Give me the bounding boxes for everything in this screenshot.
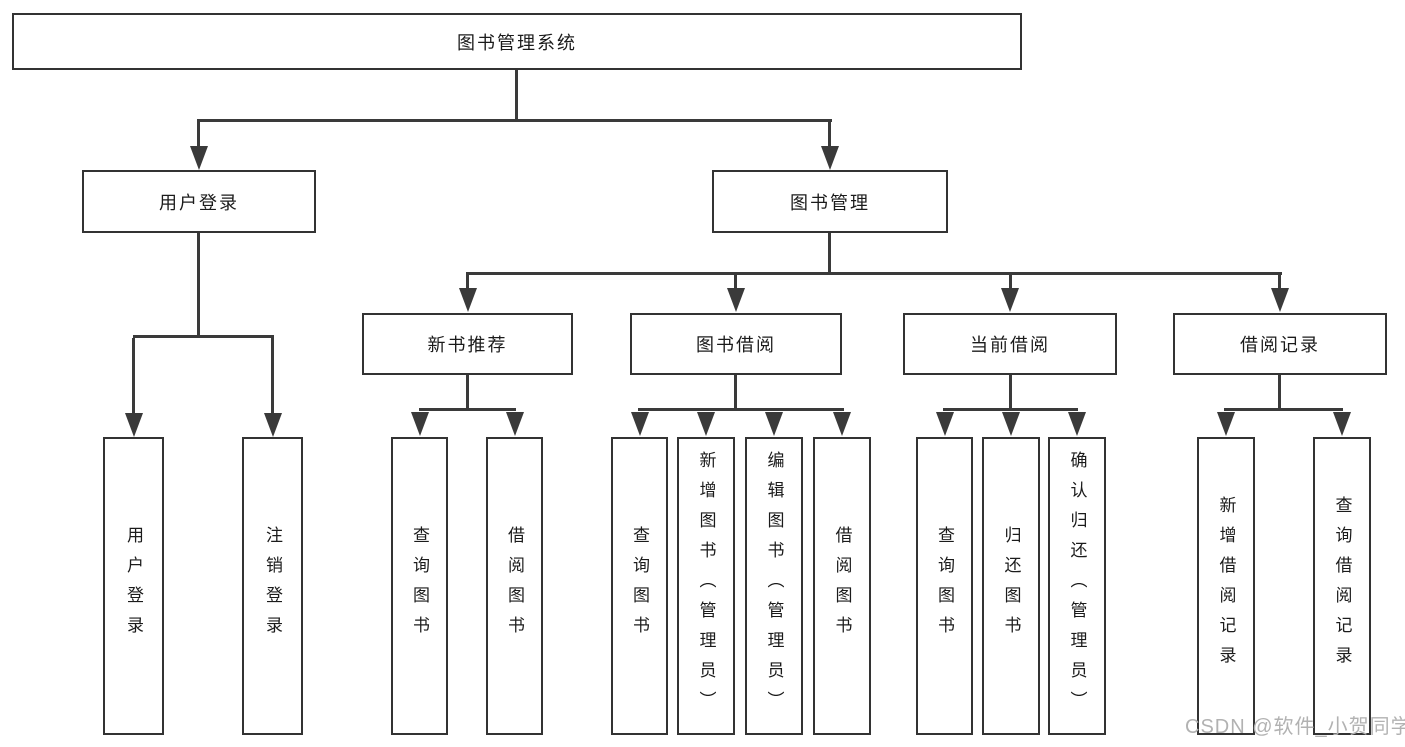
leaf-user-login: 用户登录 [103, 437, 164, 735]
connector-line [734, 375, 737, 409]
connector-line [466, 272, 1282, 275]
leaf-edit-books-admin: 编辑图书（管理员） [745, 437, 803, 735]
connector-line [198, 119, 832, 122]
leaf-add-borrow-record: 新增借阅记录 [1197, 437, 1255, 735]
arrow-down-icon [125, 413, 143, 437]
arrow-down-icon [190, 146, 208, 170]
connector-line [1224, 408, 1343, 411]
connector-line [197, 119, 200, 147]
arrow-down-icon [936, 412, 954, 436]
connector-line [734, 275, 737, 289]
node-root: 图书管理系统 [12, 13, 1022, 70]
leaf-query-books-recommend: 查询图书 [391, 437, 448, 735]
node-book-management: 图书管理 [712, 170, 948, 233]
leaf-query-books-borrow: 查询图书 [611, 437, 668, 735]
connector-line [197, 233, 200, 337]
connector-line [466, 275, 469, 289]
leaf-confirm-return-admin: 确认归还（管理员） [1048, 437, 1106, 735]
arrow-down-icon [631, 412, 649, 436]
connector-line [133, 335, 274, 338]
node-book-borrowing: 图书借阅 [630, 313, 842, 375]
leaf-query-books-current: 查询图书 [916, 437, 973, 735]
leaf-query-borrow-record: 查询借阅记录 [1313, 437, 1371, 735]
leaf-add-books-admin: 新增图书（管理员） [677, 437, 735, 735]
connector-line [515, 70, 518, 119]
leaf-borrow-books-recommend: 借阅图书 [486, 437, 543, 735]
arrow-down-icon [411, 412, 429, 436]
arrow-down-icon [1333, 412, 1351, 436]
arrow-down-icon [1217, 412, 1235, 436]
arrow-down-icon [1001, 288, 1019, 312]
connector-line [1009, 275, 1012, 289]
arrow-down-icon [1271, 288, 1289, 312]
connector-line [638, 408, 844, 411]
connector-line [828, 119, 831, 147]
arrow-down-icon [821, 146, 839, 170]
arrow-down-icon [459, 288, 477, 312]
connector-line [466, 375, 469, 409]
leaf-borrow-books: 借阅图书 [813, 437, 871, 735]
arrow-down-icon [506, 412, 524, 436]
csdn-watermark: CSDN @软件_小贺同学 [1185, 716, 1405, 738]
connector-line [1009, 375, 1012, 409]
arrow-down-icon [1002, 412, 1020, 436]
connector-line [1278, 275, 1281, 289]
node-new-book-recommendation: 新书推荐 [362, 313, 573, 375]
arrow-down-icon [833, 412, 851, 436]
node-user-login: 用户登录 [82, 170, 316, 233]
connector-line [828, 233, 831, 274]
arrow-down-icon [727, 288, 745, 312]
connector-line [943, 408, 1078, 411]
leaf-logout: 注销登录 [242, 437, 303, 735]
arrow-down-icon [264, 413, 282, 437]
leaf-return-books: 归还图书 [982, 437, 1040, 735]
node-current-borrowing: 当前借阅 [903, 313, 1117, 375]
arrow-down-icon [1068, 412, 1086, 436]
connector-line [132, 338, 135, 414]
connector-line [1278, 375, 1281, 409]
arrow-down-icon [765, 412, 783, 436]
connector-line [419, 408, 516, 411]
node-borrowing-records: 借阅记录 [1173, 313, 1387, 375]
arrow-down-icon [697, 412, 715, 436]
connector-line [271, 338, 274, 414]
